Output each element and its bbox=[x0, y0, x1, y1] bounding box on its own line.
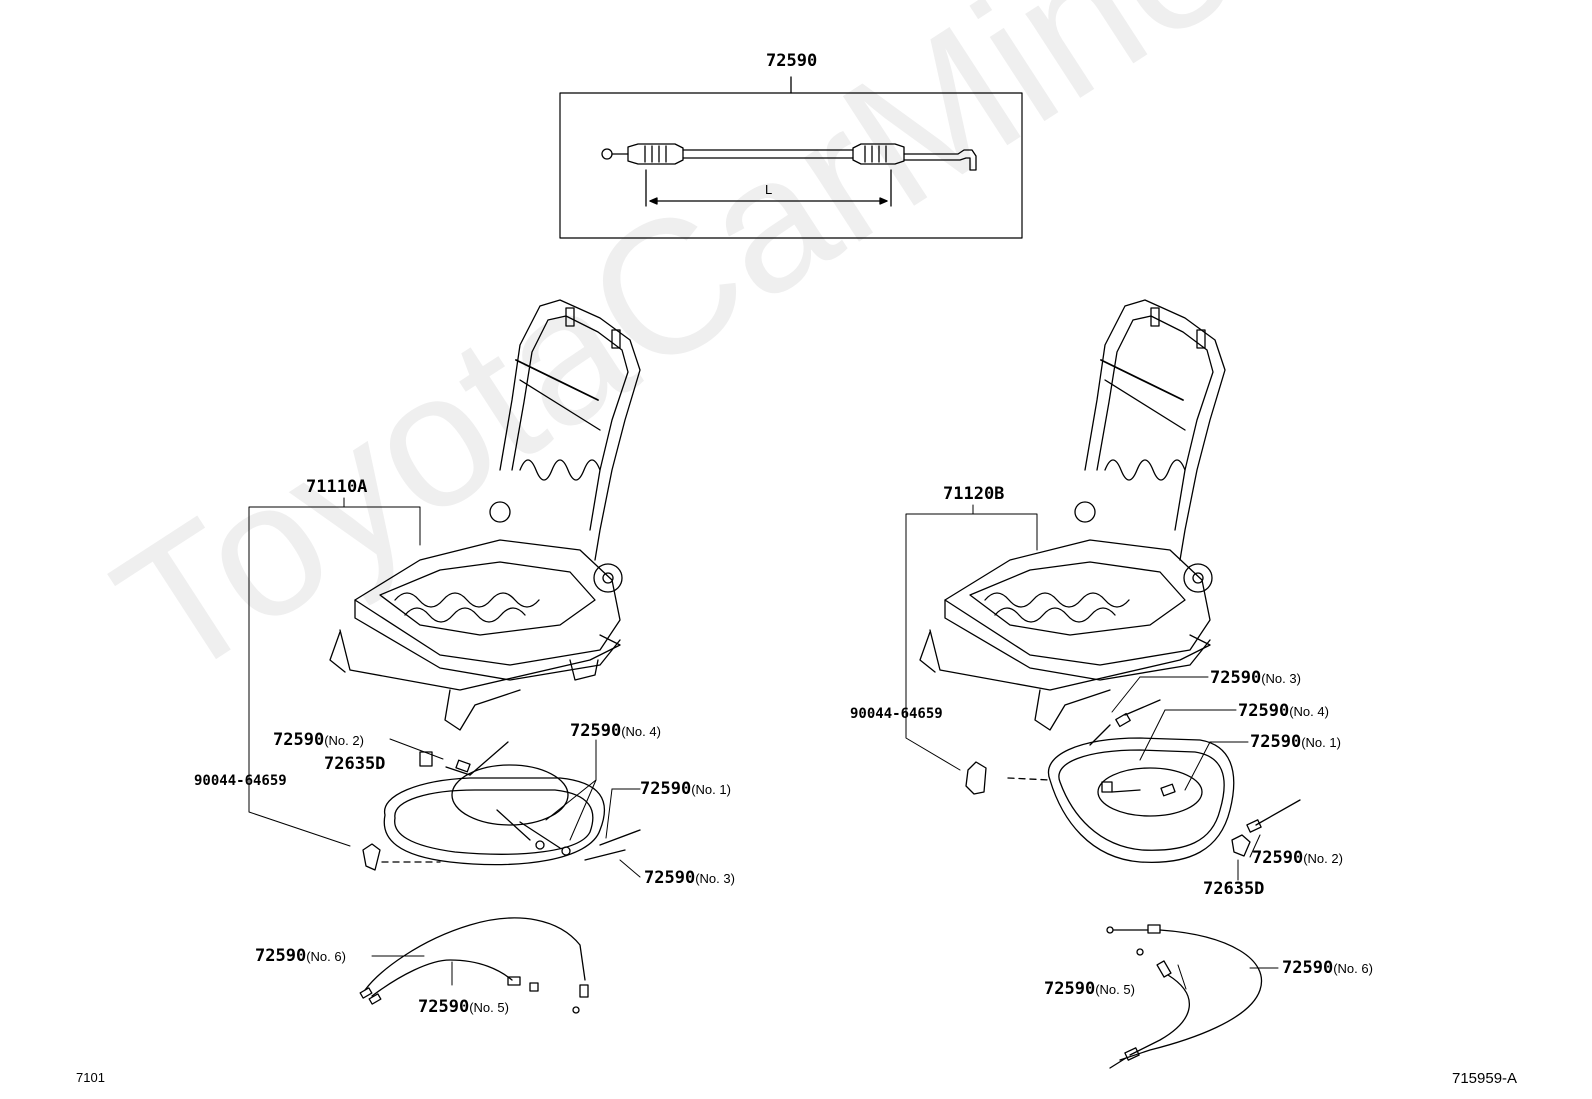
left-clip-label: 72635D bbox=[324, 754, 386, 774]
right-callouts bbox=[905, 504, 1279, 990]
right-bolt-label: 90044-64659 bbox=[850, 706, 943, 722]
right-cable-no5-label: 72590(No. 5) bbox=[1044, 979, 1135, 999]
left-cable-no6-label: 72590(No. 6) bbox=[255, 946, 346, 966]
left-cable-no4-label: 72590(No. 4) bbox=[570, 721, 661, 741]
right-seat-frame bbox=[919, 299, 1226, 731]
right-cable-no1-label: 72590(No. 1) bbox=[1250, 732, 1341, 752]
left-bolt-label: 90044-64659 bbox=[194, 773, 287, 789]
top-box-part-label: 72590 bbox=[766, 51, 818, 71]
left-cable-no2-label: 72590(No. 2) bbox=[273, 730, 364, 750]
right-cable-no6-label: 72590(No. 6) bbox=[1282, 958, 1373, 978]
left-cable-no3-label: 72590(No. 3) bbox=[644, 868, 735, 888]
right-cable-set bbox=[965, 699, 1301, 1069]
right-cable-no4-label: 72590(No. 4) bbox=[1238, 701, 1329, 721]
right-seat-part-label: 71120B bbox=[943, 484, 1005, 504]
right-cable-no3-label: 72590(No. 3) bbox=[1210, 668, 1301, 688]
left-seat-part-label: 71110A bbox=[306, 477, 368, 497]
left-cable-set bbox=[359, 741, 641, 1014]
left-callouts bbox=[248, 497, 641, 986]
right-clip-label: 72635D bbox=[1203, 879, 1265, 899]
dimension-l-label: L bbox=[765, 182, 773, 197]
page-code: 7101 bbox=[76, 1070, 105, 1085]
right-cable-no2-label: 72590(No. 2) bbox=[1252, 848, 1343, 868]
left-seat-frame bbox=[329, 299, 641, 731]
left-cable-no5-label: 72590(No. 5) bbox=[418, 997, 509, 1017]
figure-code: 715959-A bbox=[1452, 1070, 1518, 1087]
top-cable-box bbox=[559, 76, 1023, 239]
left-cable-no1-label: 72590(No. 1) bbox=[640, 779, 731, 799]
